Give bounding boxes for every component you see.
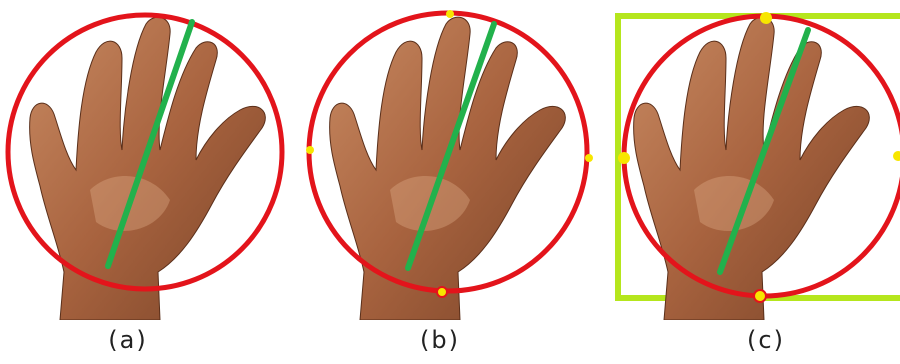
- hand-image: [30, 17, 266, 320]
- caption-b: (b): [400, 326, 480, 354]
- panel-a: [0, 0, 300, 320]
- marker-bottom: [437, 287, 447, 297]
- marker-right: [893, 151, 900, 161]
- marker-top: [446, 10, 454, 18]
- marker-bottom: [754, 290, 766, 302]
- caption-c: (c): [726, 326, 806, 354]
- marker-left: [618, 152, 630, 164]
- hand-photo-icon: [30, 17, 266, 320]
- marker-left: [306, 146, 314, 154]
- hand-photo-icon: [330, 17, 566, 320]
- panel-c: [600, 0, 900, 320]
- marker-right: [585, 154, 593, 162]
- panel-b: [300, 0, 600, 320]
- hand-image: [330, 17, 566, 320]
- caption-a: (a): [88, 326, 168, 354]
- marker-top: [760, 12, 772, 24]
